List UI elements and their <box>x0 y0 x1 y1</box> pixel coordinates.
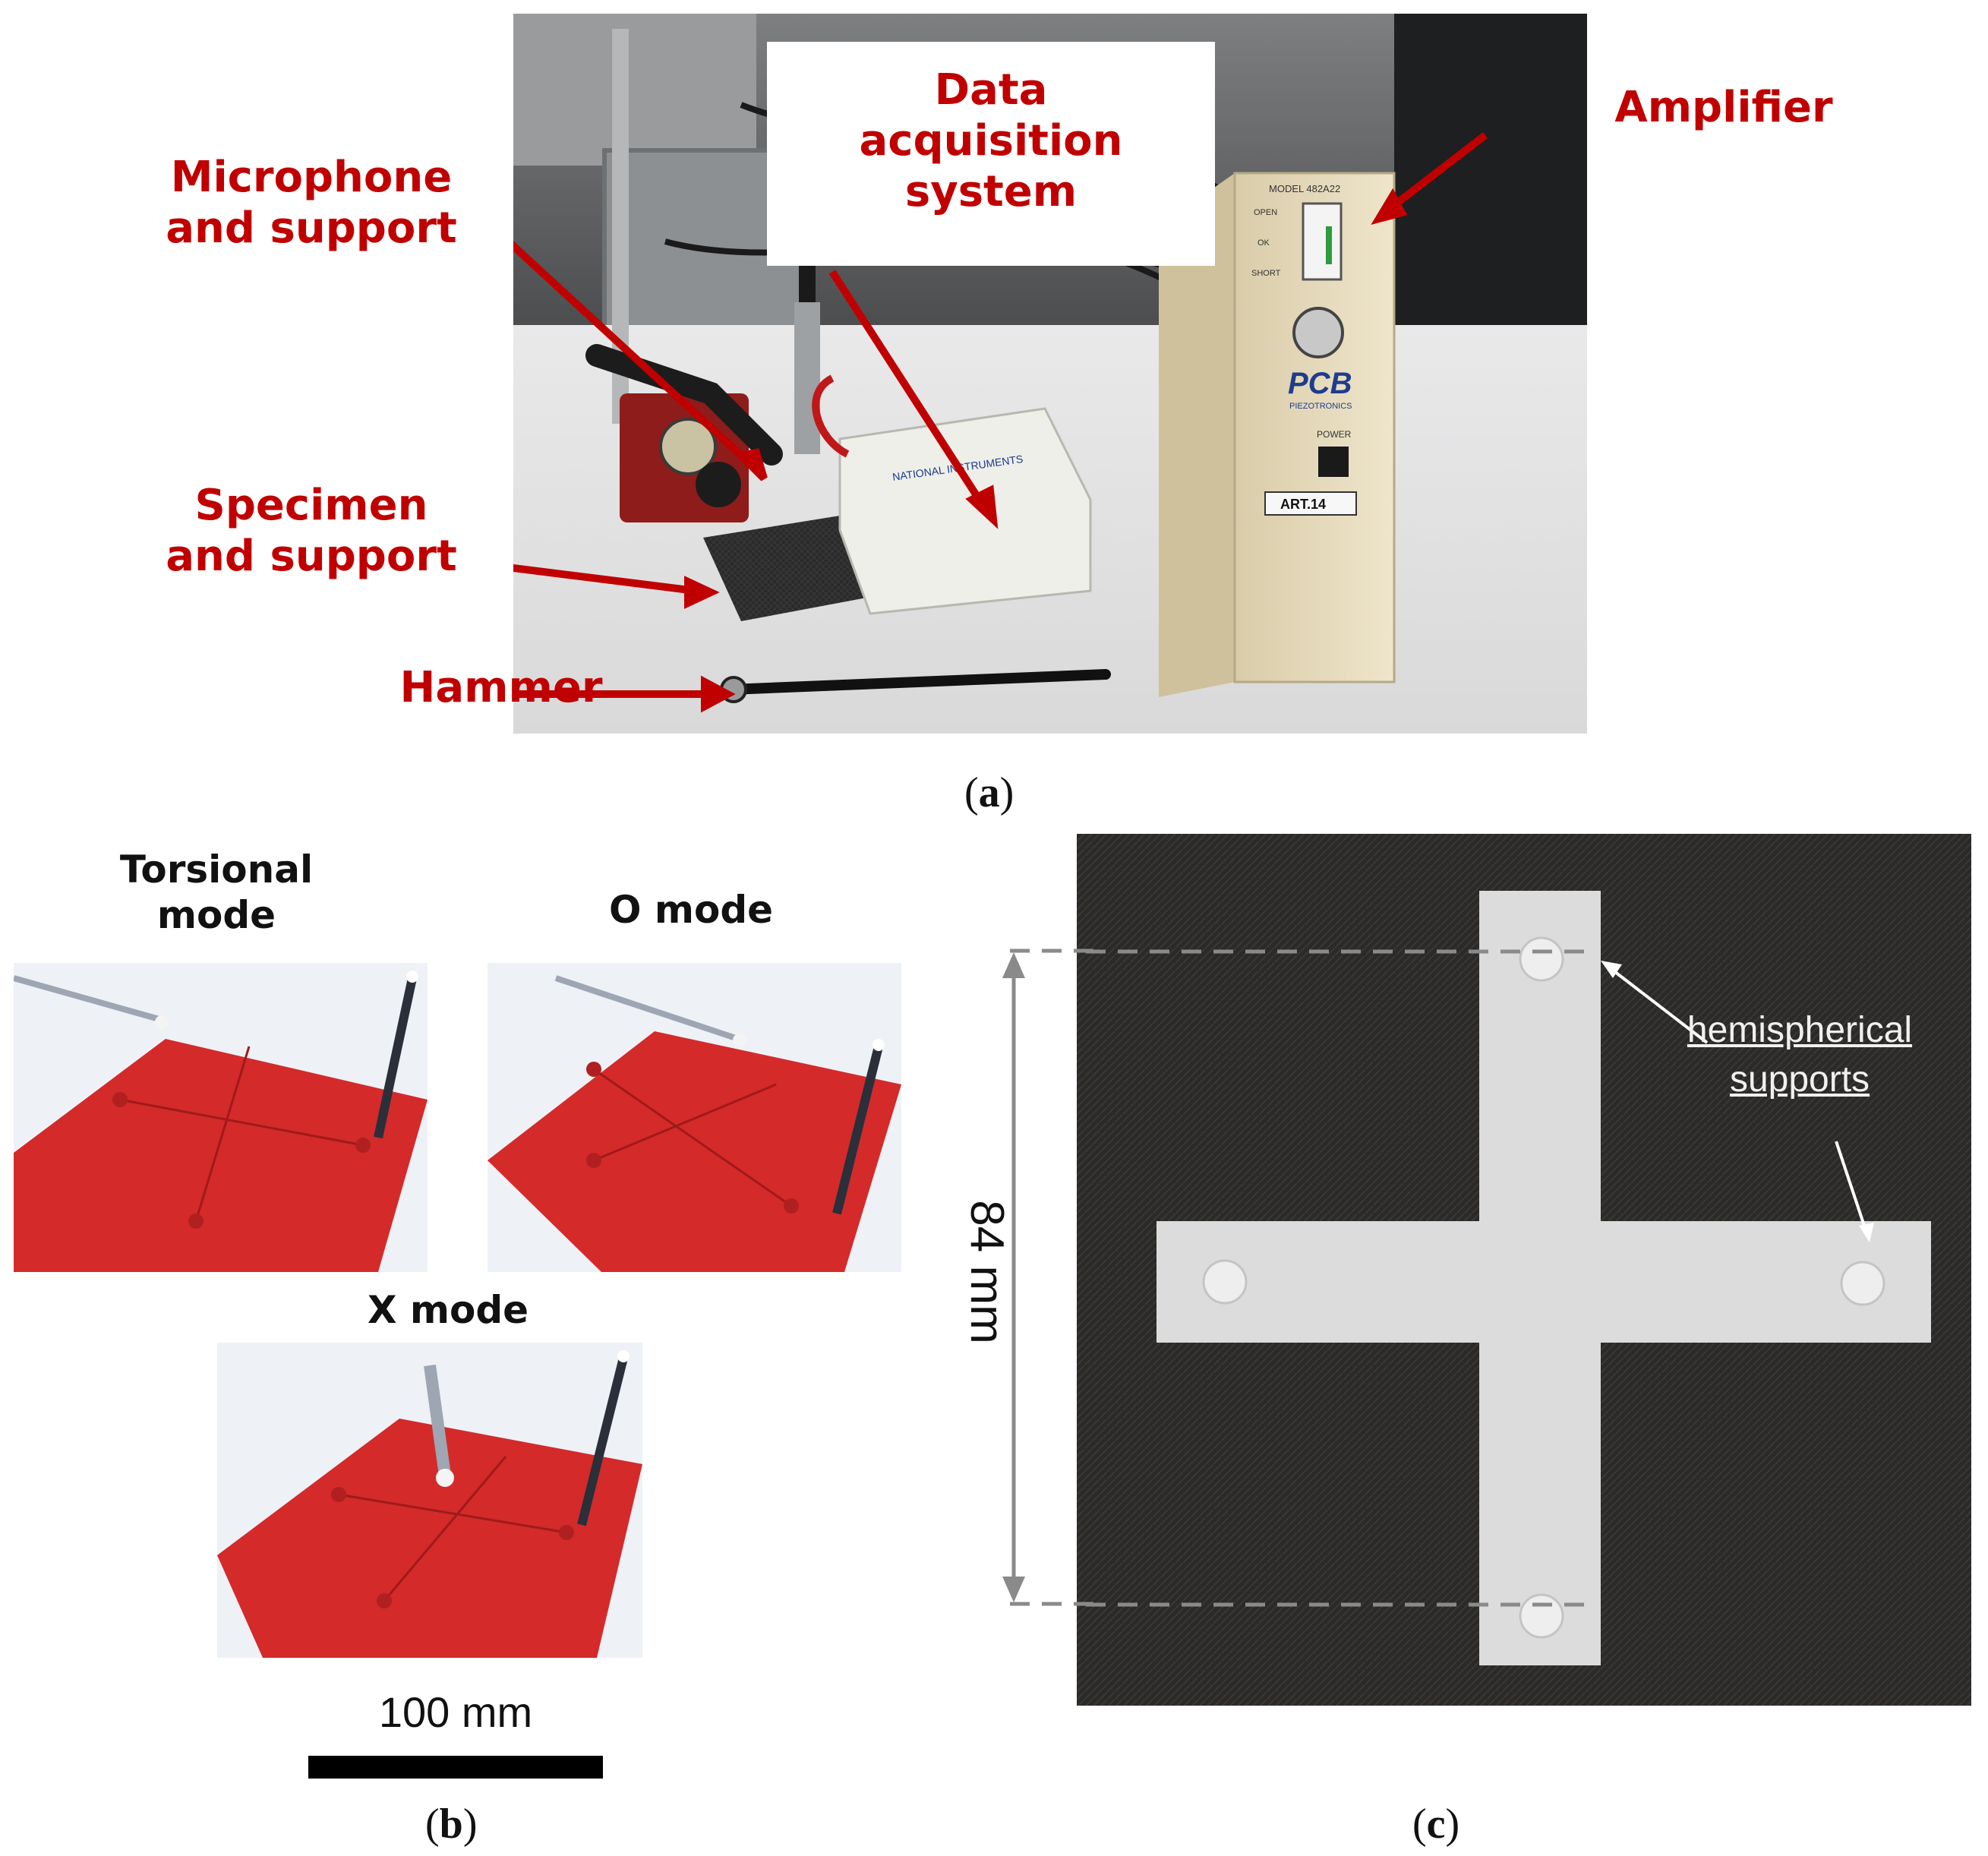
o-mode-title: O mode <box>608 888 774 932</box>
amplifier-label: Amplifier <box>1614 83 1833 132</box>
support-point <box>586 1153 601 1168</box>
hemisphere-support <box>1202 1259 1248 1305</box>
daq-label: Data acquisition system <box>767 65 1215 218</box>
specimen-label-line1: Specimen <box>194 481 428 530</box>
dimension-line <box>1002 949 1093 1606</box>
torsional-mode-render <box>12 963 428 1272</box>
amp-power-text: POWER <box>1317 429 1352 440</box>
daq-label-box <box>767 42 1215 266</box>
microphone-rod <box>554 975 740 1042</box>
caption-c: (c) <box>1412 1801 1460 1848</box>
amp-ok-text: OK <box>1257 238 1270 248</box>
microphone-label-line1: Microphone <box>170 153 453 202</box>
microphone-body <box>794 302 820 454</box>
daq-red-cable <box>812 374 850 458</box>
caption-b-letter: b <box>439 1801 463 1848</box>
support-point <box>784 1198 799 1214</box>
support-point <box>586 1062 601 1077</box>
panel-c-photo <box>1077 834 1971 1706</box>
torsional-mode-title: Torsional mode <box>91 847 342 938</box>
specimen-label-line2: and support <box>166 532 457 582</box>
amp-tag-text: ART.14 <box>1280 497 1326 512</box>
hemisphere-support <box>1519 936 1564 982</box>
annotation-arrow <box>1607 965 1709 1044</box>
annotation-arrowhead <box>1601 961 1622 978</box>
amp-short-text: SHORT <box>1251 269 1281 278</box>
cross-horizontal <box>1157 1221 1931 1343</box>
microphone-tip <box>155 1015 169 1029</box>
hammer-handle <box>832 1045 883 1215</box>
scale-bar-label: 100 mm <box>378 1688 533 1736</box>
amplifier-side <box>1159 173 1235 697</box>
hammer-handle <box>577 1356 628 1526</box>
torsional-title-line1: Torsional <box>119 848 314 892</box>
hammer-tip <box>873 1039 885 1051</box>
plate <box>14 1039 428 1272</box>
amp-meter <box>1302 202 1343 281</box>
amp-knob <box>1292 307 1344 358</box>
o-mode-render <box>488 963 901 1272</box>
annotation-line2: supports <box>1729 1059 1870 1100</box>
specimen-label: Specimen and support <box>144 480 478 582</box>
microphone-tip <box>436 1469 454 1487</box>
hammer-tip <box>406 971 418 983</box>
support-lines <box>338 1456 567 1602</box>
base-dial <box>659 418 717 475</box>
caption-b: (b) <box>425 1801 478 1848</box>
dimension-label: 84 mm <box>961 1200 1013 1344</box>
support-point <box>377 1593 392 1608</box>
caption-a-letter: a <box>978 769 1000 816</box>
support-lines <box>119 1046 364 1222</box>
torsional-title-line2: mode <box>156 893 276 937</box>
amp-brand-text: PCB <box>1288 367 1352 400</box>
arm-knob <box>696 462 741 507</box>
daq-box <box>838 407 1092 615</box>
support-point <box>112 1092 128 1107</box>
daq-label-line2: acquisition <box>859 116 1123 166</box>
support-point <box>355 1138 371 1153</box>
annotation-line1: hemispherical <box>1687 1010 1913 1050</box>
hemispherical-supports-label: hemispherical supports <box>1633 1006 1967 1105</box>
hammer-tip <box>617 1350 630 1362</box>
support-point <box>559 1525 574 1540</box>
hemisphere-support <box>1840 1261 1885 1306</box>
amp-open-text: OPEN <box>1254 208 1277 217</box>
support-point <box>331 1487 346 1502</box>
plate <box>488 1031 901 1272</box>
microphone-label-line2: and support <box>166 204 457 254</box>
hemisphere-support <box>1519 1593 1564 1639</box>
hammer-label: Hammer <box>399 663 603 712</box>
amp-model-text: MODEL 482A22 <box>1269 183 1340 194</box>
microphone-label: Microphone and support <box>144 152 478 254</box>
microphone-tip <box>733 1034 746 1047</box>
amp-meter-green <box>1326 226 1332 264</box>
x-mode-title: X mode <box>367 1288 529 1332</box>
amp-tag <box>1264 491 1357 516</box>
annotation-arrowhead <box>1859 1223 1874 1242</box>
microphone-rod <box>424 1364 451 1477</box>
x-mode-render <box>217 1343 642 1658</box>
scale-bar <box>308 1756 603 1779</box>
annotation-arrows <box>513 132 1488 713</box>
microphone-rod <box>12 975 163 1023</box>
annotation-arrow <box>1835 1141 1868 1233</box>
caption-c-letter: c <box>1426 1801 1446 1848</box>
amp-sub-text: PIEZOTRONICS <box>1289 402 1352 411</box>
hammer <box>724 669 1111 695</box>
daq-label-line1: Data <box>934 65 1048 115</box>
support-point <box>188 1214 204 1229</box>
daq-label-line3: system <box>904 167 1078 217</box>
hammer-handle <box>374 977 417 1139</box>
caption-a: (a) <box>964 769 1015 816</box>
articulated-arm <box>585 344 783 466</box>
support-lines <box>593 1068 792 1207</box>
stand-pole <box>612 29 629 424</box>
wall-panel <box>513 14 756 166</box>
amp-power-switch <box>1318 447 1349 477</box>
plate <box>217 1419 642 1658</box>
